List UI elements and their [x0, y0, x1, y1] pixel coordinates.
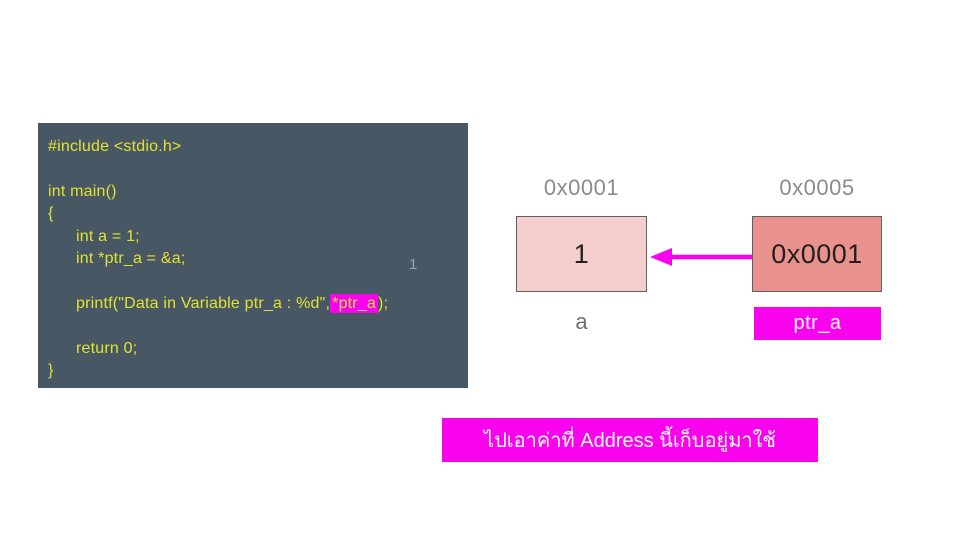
memory-value-ptr-a: 0x0001 — [771, 238, 863, 269]
memory-box-ptr-a: 0x0001 — [752, 216, 882, 292]
code-line-printf: printf("Data in Variable ptr_a : %d",*pt… — [48, 293, 468, 315]
memory-value-a: 1 — [573, 238, 590, 269]
address-label-ptr-a: 0x0005 — [779, 175, 855, 200]
variable-name-ptr-a-badge: ptr_a — [754, 307, 881, 340]
code-block: #include <stdio.h> int main() { int a = … — [38, 123, 468, 388]
code-line-brace-open: { — [48, 205, 54, 223]
code-line-brace-close: } — [48, 361, 54, 379]
variable-name-ptr-a: ptr_a — [793, 312, 842, 334]
code-line-blank — [48, 158, 468, 180]
dereferenced-value-annotation: 1 — [409, 256, 418, 273]
code-line-blank — [48, 270, 468, 292]
printf-post: ); — [378, 294, 389, 312]
pointer-arrow-icon — [650, 248, 752, 266]
memory-box-a: 1 — [516, 216, 647, 292]
address-label-a: 0x0001 — [543, 175, 620, 200]
caption-banner: ไปเอาค่าที่ Address นี้เก็บอยู่มาใช้ — [442, 418, 818, 462]
variable-name-a: a — [575, 309, 588, 334]
code-line-blank — [48, 315, 468, 337]
printf-highlight: *ptr_a — [330, 293, 379, 313]
code-line-decl-ptr: int *ptr_a = &a; — [76, 249, 186, 267]
code-line-include: #include <stdio.h> — [48, 138, 182, 155]
code-line-return: return 0; — [76, 339, 138, 357]
code-line-decl-a: int a = 1; — [76, 227, 140, 245]
code-line-main: int main() — [48, 182, 117, 200]
printf-pre: printf("Data in Variable ptr_a : %d", — [76, 294, 331, 312]
